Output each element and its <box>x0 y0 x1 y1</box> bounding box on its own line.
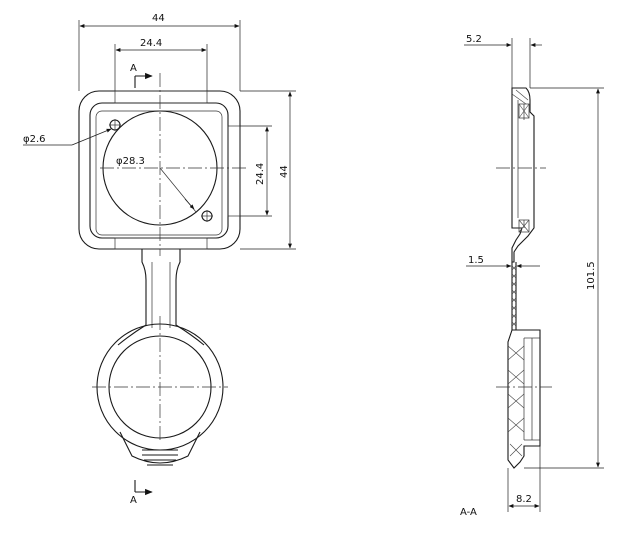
bottom-tab <box>114 237 208 250</box>
cap-seal-bottom <box>518 219 530 233</box>
dim-thickness-bottom: 8.2 <box>516 494 532 505</box>
dim-hole-dia: φ2.6 <box>23 134 46 145</box>
front-view: 44 24.4 A A φ2.6 φ28.3 24.4 44 <box>23 13 296 506</box>
right-tab <box>227 125 241 217</box>
dim-window-dia: φ28.3 <box>116 156 145 167</box>
ring-lower-tab <box>119 431 201 464</box>
cap-seal-top <box>518 103 530 119</box>
ring-section-outline <box>507 329 541 469</box>
section-label: A-A <box>460 507 477 518</box>
dim-width-overall: 44 <box>152 13 165 24</box>
section-view: 5.2 1.5 101.5 8.2 A-A <box>460 34 604 518</box>
section-marker-bottom: A <box>130 495 137 506</box>
dim-height-overall: 44 <box>279 165 290 178</box>
cap-section-outline <box>511 87 535 263</box>
section-marker-top: A <box>130 63 137 74</box>
dim-strap-thickness: 1.5 <box>468 255 484 266</box>
strap-outline-left <box>117 249 147 346</box>
strap-outline-right <box>175 249 205 346</box>
top-tab <box>114 90 208 104</box>
dim-height-inner: 24.4 <box>255 163 266 185</box>
dim-total-length: 101.5 <box>586 261 597 290</box>
dim-width-inner: 24.4 <box>140 38 162 49</box>
dim-thickness-top: 5.2 <box>466 34 482 45</box>
